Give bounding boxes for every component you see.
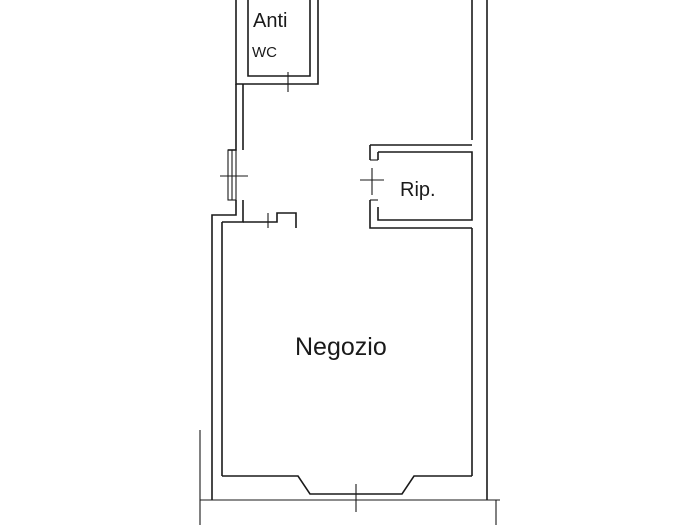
right-upper-walls: [471, 0, 488, 476]
rip-inner-wall: [377, 151, 473, 221]
anti-wc-inner-wall: [247, 0, 311, 77]
corridor-walls: [211, 84, 297, 476]
negozio-room: Negozio: [199, 222, 500, 525]
anti-wc-outer-wall: [235, 0, 319, 85]
shop-bottom-wall: [222, 475, 472, 495]
shop-top-partition: [243, 212, 297, 228]
anti-wc-room: Anti WC: [235, 0, 319, 92]
shop-inner-walls: [221, 222, 473, 476]
anti-wc-label-line1: Anti: [253, 10, 287, 32]
ripostiglio-room: Rip.: [360, 144, 473, 229]
anti-wc-label-line2: WC: [252, 44, 277, 61]
corridor-left-wall-inner-lower: [222, 200, 244, 223]
corridor-left-wall-upper: [228, 84, 237, 151]
ripostiglio-label: Rip.: [400, 179, 436, 201]
shop-front-outer: [211, 476, 488, 500]
negozio-label: Negozio: [295, 333, 387, 361]
rip-top-wall: [369, 145, 472, 229]
corridor-left-wall-lower: [211, 200, 237, 476]
